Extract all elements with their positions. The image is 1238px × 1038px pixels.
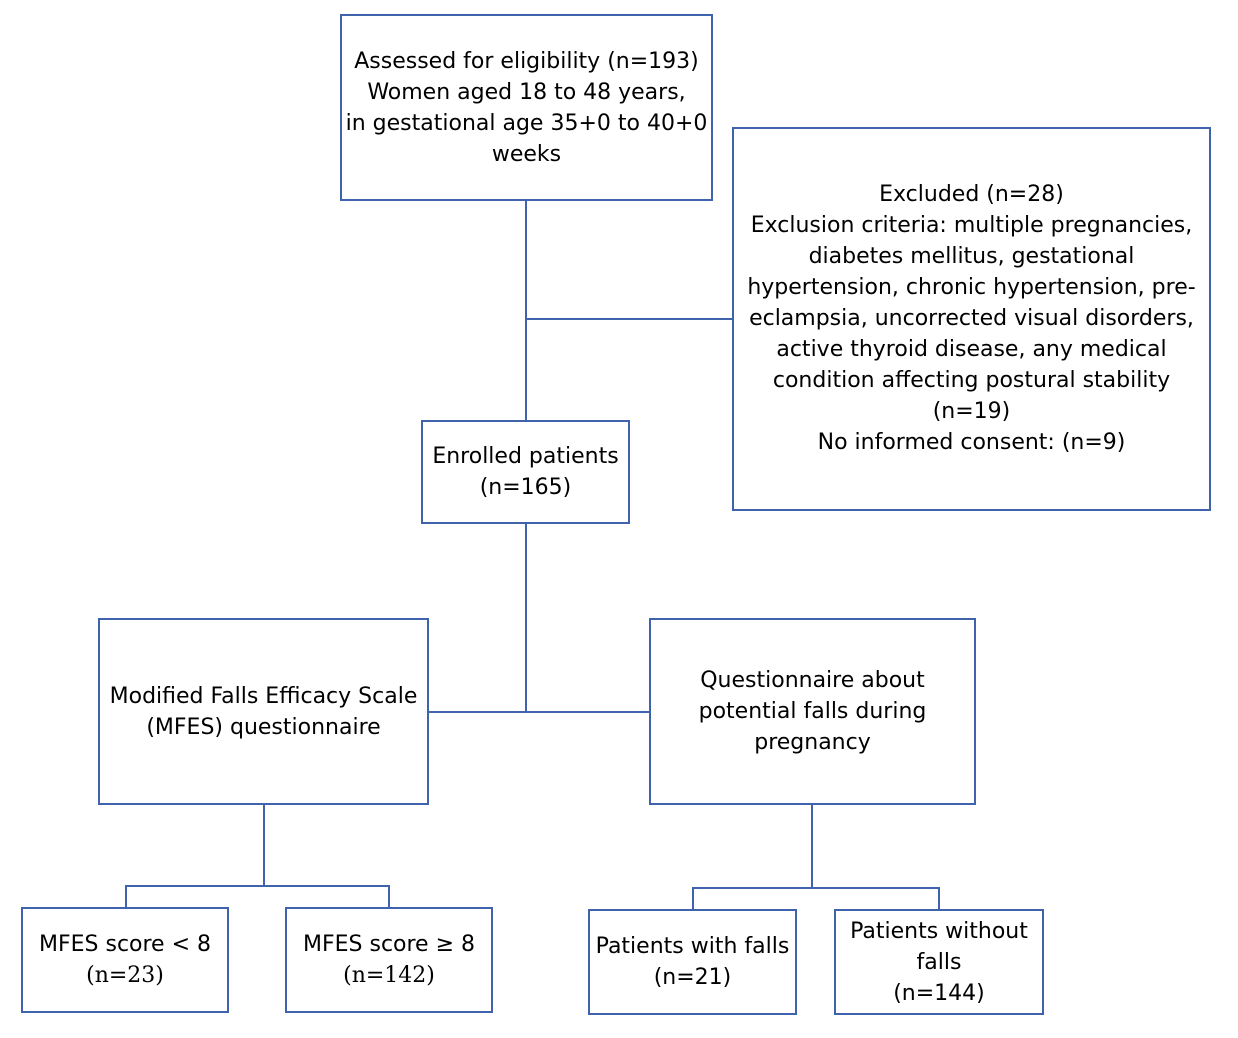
enrolled-text: Enrolled patients (n=165): [432, 441, 618, 503]
enrolled-line: (n=165): [479, 475, 572, 500]
connector-falls-branch: [692, 887, 940, 889]
mfes-high-text: MFES score ≥ 8 (n=142): [303, 929, 475, 991]
connector-mfes-low-drop: [125, 885, 127, 909]
without-falls-line: (n=144): [893, 980, 985, 1006]
connector-mfes-high-drop: [388, 885, 390, 909]
without-falls-line: Patients without: [850, 918, 1028, 944]
excluded-text: Excluded (n=28) Exclusion criteria: mult…: [747, 179, 1195, 458]
falls-questionnaire-box: Questionnaire about potential falls duri…: [649, 618, 976, 805]
assessed-box: Assessed for eligibility (n=193) Women a…: [340, 14, 713, 201]
connector-mfes-down: [263, 804, 265, 886]
enrolled-box: Enrolled patients (n=165): [421, 420, 630, 524]
connector-with-falls-drop: [692, 887, 694, 911]
connector-without-falls-drop: [938, 887, 940, 910]
mfes-high-line: MFES score ≥ 8: [302, 932, 476, 957]
mfes-line: (MFES) questionnaire: [146, 714, 381, 740]
with-falls-box: Patients with falls (n=21): [588, 909, 797, 1015]
assessed-line: Women aged 18 to 48 years,: [367, 79, 686, 105]
mfes-box: Modified Falls Efficacy Scale (MFES) que…: [98, 618, 429, 805]
assessed-text: Assessed for eligibility (n=193) Women a…: [346, 46, 708, 170]
connector-mfes-branch: [125, 885, 390, 887]
mfes-low-count: (n=23): [86, 963, 164, 988]
falls-questionnaire-line: pregnancy: [754, 730, 871, 755]
mfes-high-count: (n=142): [343, 963, 435, 988]
connector-split-horizontal: [428, 711, 650, 713]
mfes-low-box: MFES score < 8 (n=23): [21, 907, 229, 1013]
excluded-line: eclampsia, uncorrected visual disorders,: [749, 306, 1194, 331]
excluded-box: Excluded (n=28) Exclusion criteria: mult…: [732, 127, 1211, 511]
excluded-line: diabetes mellitus, gestational: [808, 244, 1135, 269]
mfes-text: Modified Falls Efficacy Scale (MFES) que…: [110, 681, 418, 743]
excluded-line: hypertension, chronic hypertension, pre-: [747, 275, 1196, 300]
excluded-line: No informed consent: (n=9): [817, 430, 1126, 455]
mfes-low-line: MFES score < 8: [38, 932, 212, 957]
excluded-line: condition affecting postural stability: [772, 368, 1171, 393]
connector-to-excluded: [525, 318, 734, 320]
with-falls-line: (n=21): [653, 965, 732, 990]
without-falls-text: Patients without falls (n=144): [850, 916, 1028, 1009]
falls-questionnaire-line: potential falls during: [698, 699, 927, 724]
without-falls-box: Patients without falls (n=144): [834, 909, 1044, 1015]
enrolled-line: Enrolled patients: [432, 444, 619, 469]
with-falls-text: Patients with falls (n=21): [596, 931, 790, 993]
connector-falls-down: [811, 804, 813, 888]
mfes-line: Modified Falls Efficacy Scale: [109, 683, 418, 709]
assessed-line: in gestational age 35+0 to 40+0: [345, 110, 708, 136]
without-falls-line: falls: [916, 949, 962, 975]
mfes-low-text: MFES score < 8 (n=23): [39, 929, 211, 991]
falls-questionnaire-line: Questionnaire about: [700, 668, 925, 693]
excluded-line: Exclusion criteria: multiple pregnancies…: [750, 213, 1193, 238]
mfes-high-box: MFES score ≥ 8 (n=142): [285, 907, 493, 1013]
assessed-line: Assessed for eligibility (n=193): [354, 48, 699, 74]
excluded-line: Excluded (n=28): [879, 182, 1064, 207]
excluded-line: (n=19): [932, 399, 1011, 424]
connector-assessed-to-enrolled: [525, 200, 527, 421]
falls-questionnaire-text: Questionnaire about potential falls duri…: [699, 665, 927, 758]
assessed-line: weeks: [491, 141, 562, 167]
excluded-line: active thyroid disease, any medical: [776, 337, 1167, 362]
connector-enrolled-down: [525, 523, 527, 713]
with-falls-line: Patients with falls: [595, 934, 790, 959]
